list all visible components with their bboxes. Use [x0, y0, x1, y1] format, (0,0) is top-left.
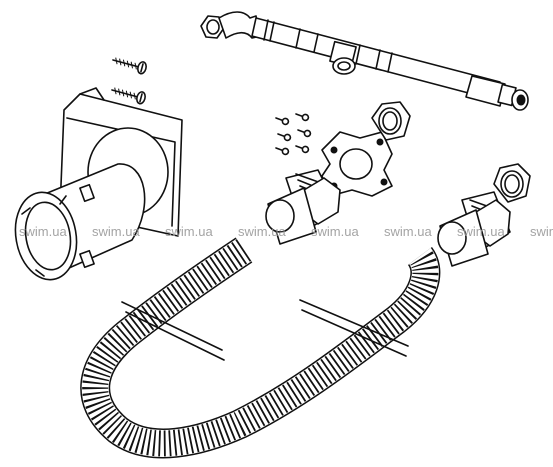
watermark-text: swim.ua: [530, 224, 553, 239]
lock-nut-top: [371, 101, 411, 141]
corrugated-hose: [80, 237, 441, 459]
watermark-text: swim.ua: [165, 224, 213, 239]
flange-gasket: [321, 131, 393, 197]
watermark-text: swim.ua: [384, 224, 432, 239]
watermark-text: swim.ua: [238, 224, 286, 239]
pipe-with-elbow-and-tee: [200, 11, 529, 111]
threaded-nipple-left: [265, 169, 341, 245]
wall-screws: [111, 57, 147, 105]
threaded-nipple-right: [437, 191, 511, 267]
watermark-text: swim.ua: [457, 224, 505, 239]
watermark-row: swim.ua swim.ua swim.ua swim.ua swim.ua …: [19, 224, 553, 239]
watermark-text: swim.ua: [92, 224, 140, 239]
watermark-text: swim.ua: [19, 224, 67, 239]
lock-nut-right: [493, 163, 531, 203]
wall-mount-bracket: [14, 87, 183, 281]
nipple-screws: [275, 113, 312, 156]
watermark-text: swim.ua: [311, 224, 359, 239]
